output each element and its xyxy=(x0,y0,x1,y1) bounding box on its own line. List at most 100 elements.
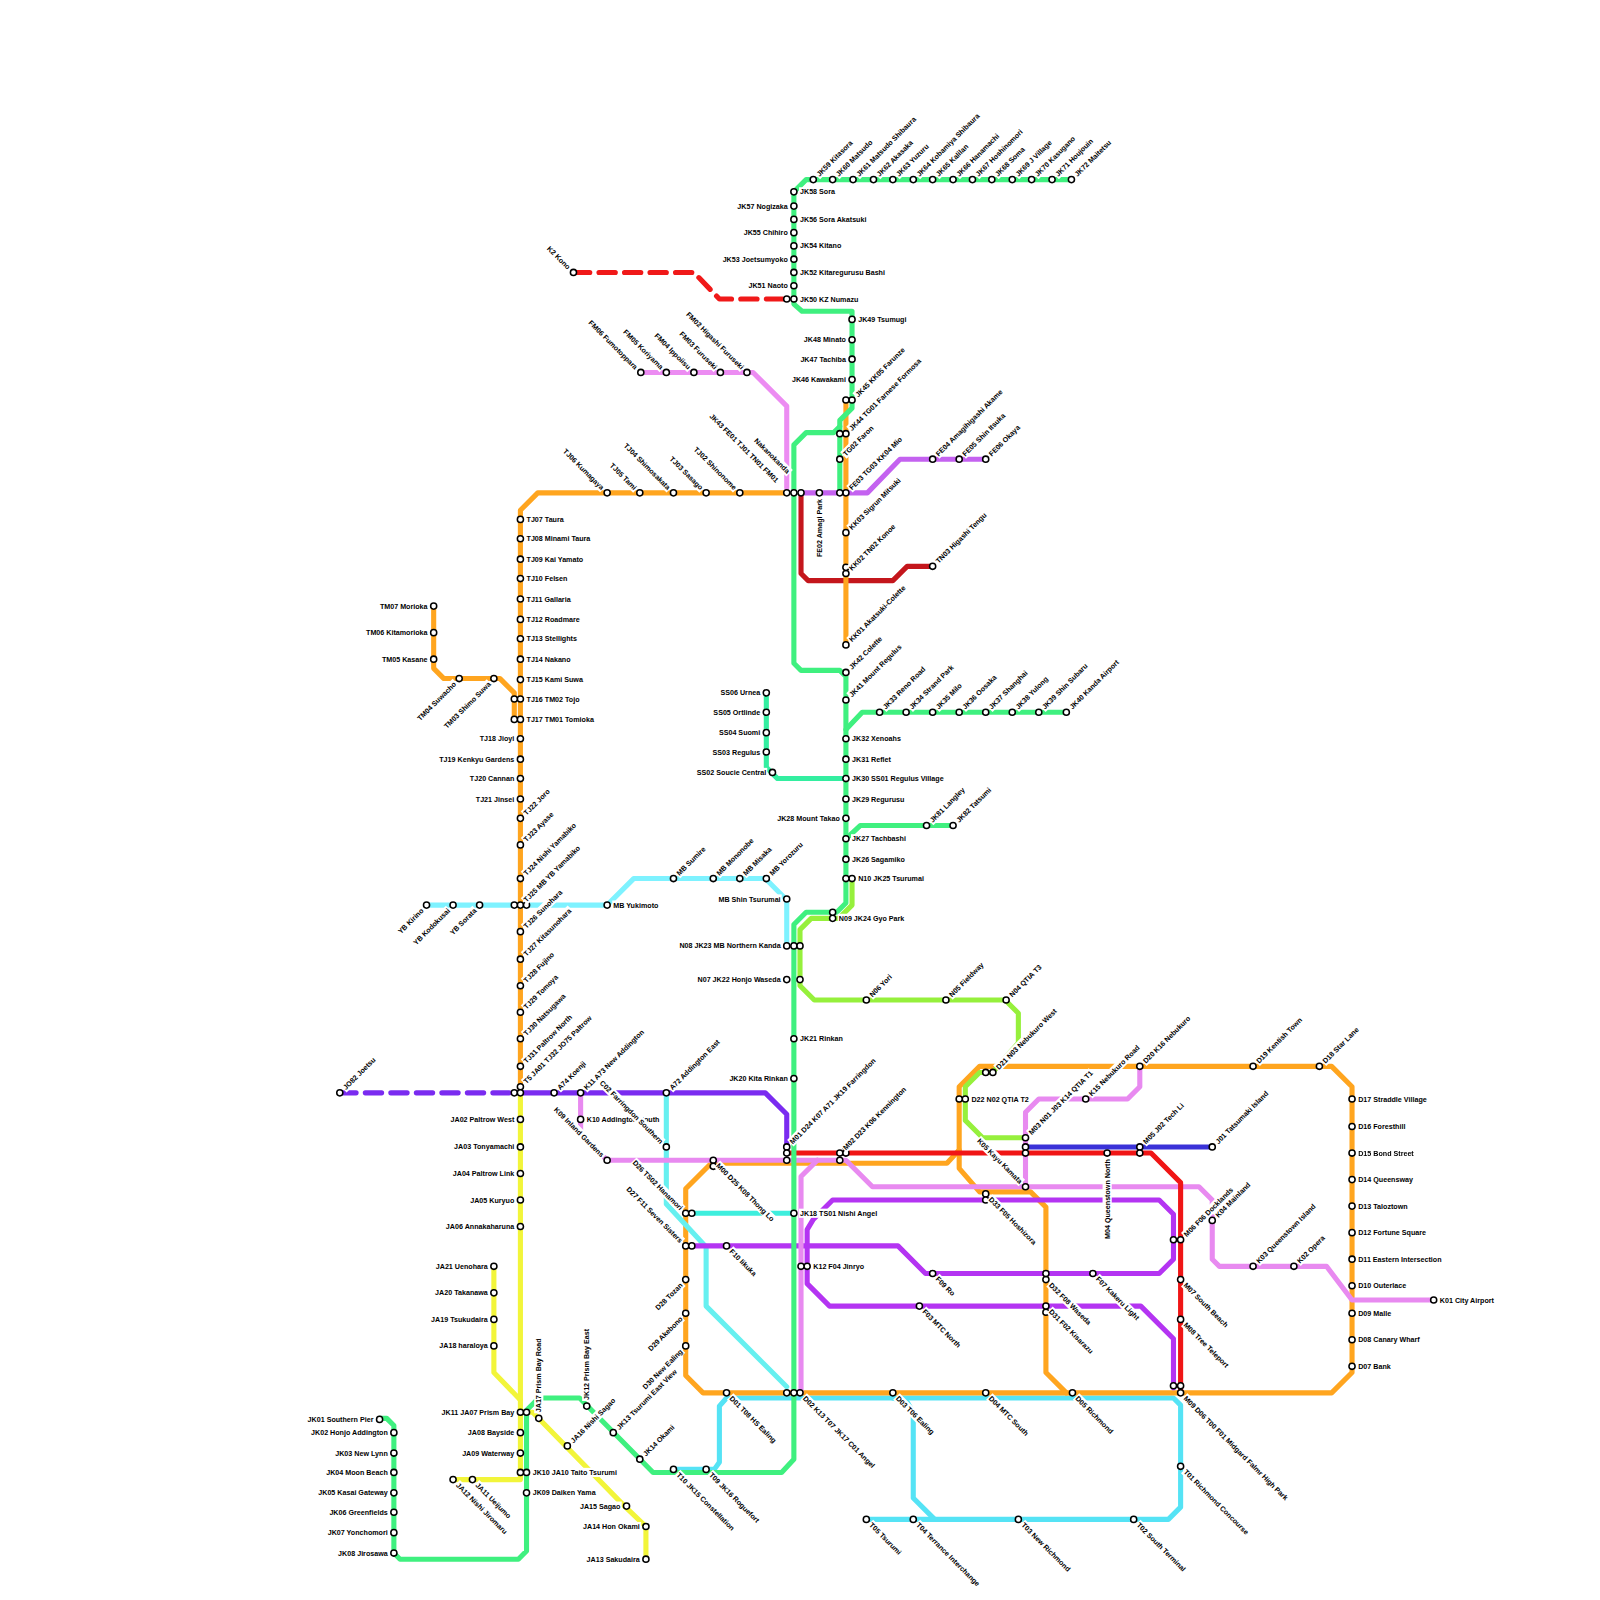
station-dot xyxy=(863,997,869,1003)
station-dot xyxy=(717,369,723,375)
station-dot xyxy=(517,516,523,522)
station-dot xyxy=(491,1343,497,1349)
station-label: N10 JK25 Tsurumai xyxy=(857,874,925,883)
station-dot xyxy=(1043,1270,1049,1276)
line-f xyxy=(686,1200,1174,1388)
station-dot xyxy=(1349,1203,1355,1209)
station-dot xyxy=(983,1191,989,1197)
station-dot xyxy=(843,397,849,403)
station-dot xyxy=(523,1409,529,1415)
station-label: JK21 Rinkan xyxy=(799,1034,844,1043)
station-dot xyxy=(816,490,822,496)
station-dot xyxy=(843,431,849,437)
station-dot xyxy=(1022,1184,1028,1190)
station-dot xyxy=(683,1310,689,1316)
station-label: D08 Canary Wharf xyxy=(1357,1335,1421,1344)
station-label: TJ13 Stellights xyxy=(526,634,578,643)
station-dot xyxy=(337,1090,343,1096)
station-dot xyxy=(670,1466,676,1472)
station-label: K05 Kayu Kamata xyxy=(975,1136,1026,1187)
station-dot xyxy=(431,656,437,662)
station-dot xyxy=(683,1210,689,1216)
station-label: JA08 Bayside xyxy=(467,1428,516,1437)
station-label: D11 Eastern Intersection xyxy=(1357,1255,1442,1264)
line-ts xyxy=(686,1211,794,1216)
station-dot xyxy=(391,1530,397,1536)
station-label: D13 Taloztown xyxy=(1357,1202,1409,1211)
station-label: JK47 Tachiba xyxy=(799,355,847,364)
station-dot xyxy=(491,1316,497,1322)
station-dot xyxy=(1022,1135,1028,1141)
station-dot xyxy=(517,796,523,802)
station-dot xyxy=(1043,1303,1049,1309)
station-dot xyxy=(837,456,843,462)
station-label: JK01 Southern Pier xyxy=(307,1415,375,1424)
station-dot xyxy=(610,1430,616,1436)
station-dot xyxy=(1178,1390,1184,1396)
station-label: D07 Bank xyxy=(1357,1362,1392,1371)
station-dot xyxy=(477,902,483,908)
station-label: JK48 Minato xyxy=(803,335,847,344)
station-label: JK26 Sagamiko xyxy=(851,855,906,864)
station-dot xyxy=(517,716,523,722)
station-dot xyxy=(1068,177,1074,183)
station-label: D03 T06 Ealing xyxy=(893,1393,937,1437)
station-label: TM06 Kitamorioka xyxy=(365,628,429,637)
station-dot xyxy=(1349,1177,1355,1183)
station-label: JK30 SS01 Regulus Village xyxy=(851,774,945,783)
station-dot xyxy=(890,1390,896,1396)
station-label: FE02 Amagi Park xyxy=(815,498,824,558)
station-dot xyxy=(517,596,523,602)
station-label: JK52 Kitaregurusu Bashi xyxy=(799,268,886,277)
station-dot xyxy=(551,1090,557,1096)
station-label: N04 QTIA T3 xyxy=(1006,962,1044,1000)
station-dot xyxy=(723,1390,729,1396)
station-dot xyxy=(784,1144,790,1150)
station-label: JA18 haraloya xyxy=(438,1341,488,1350)
station-label: F07 Kakeru Light xyxy=(1093,1274,1142,1323)
station-label: JK07 Yonchomori xyxy=(327,1528,389,1537)
station-label: D12 Fortune Square xyxy=(1357,1228,1427,1237)
station-label: JA21 Uenohara xyxy=(435,1262,489,1271)
station-label: JA16 Nishi Sagao xyxy=(568,1395,618,1445)
station-dot xyxy=(843,796,849,802)
station-label: JK08 Jirosawa xyxy=(337,1548,389,1557)
station-dot xyxy=(849,377,855,383)
station-dot xyxy=(1022,1144,1028,1150)
station-dot xyxy=(1036,709,1042,715)
station-dot xyxy=(1349,1096,1355,1102)
line-k-north xyxy=(1026,1066,1140,1186)
station-dot xyxy=(456,676,462,682)
station-label: N09 JK24 Gyo Park xyxy=(838,914,906,923)
station-label: D20 K16 Nebukuro xyxy=(1140,1013,1193,1066)
station-label: JK14 Okami xyxy=(640,1422,677,1459)
station-label: MB Sumire xyxy=(674,844,708,878)
station-dot xyxy=(431,630,437,636)
station-dot xyxy=(517,1144,523,1150)
station-label: JK57 Nogizaka xyxy=(736,202,788,211)
station-dot xyxy=(983,1390,989,1396)
station-label: JA15 Sagao xyxy=(579,1502,622,1511)
station-dot xyxy=(1209,1217,1215,1223)
station-dot xyxy=(670,876,676,882)
station-dot xyxy=(517,1170,523,1176)
station-label: SS06 Urnea xyxy=(719,688,761,697)
station-dot xyxy=(843,570,849,576)
station-label: JK02 Honjo Addington xyxy=(310,1428,389,1437)
station-label: D16 Foresthill xyxy=(1357,1122,1406,1131)
station-label: A72 Addington East xyxy=(667,1037,723,1093)
station-dot xyxy=(604,902,610,908)
station-dot xyxy=(517,1009,523,1015)
station-dot xyxy=(517,1197,523,1203)
station-dot xyxy=(744,369,750,375)
station-dot xyxy=(863,1516,869,1522)
station-dot xyxy=(491,1290,497,1296)
station-label: N08 JK23 MB Northern Kanda xyxy=(678,941,781,950)
station-dot xyxy=(930,563,936,569)
station-dot xyxy=(623,1503,629,1509)
station-dot xyxy=(1029,177,1035,183)
station-dot xyxy=(391,1469,397,1475)
station-label: JA19 Tsukudaira xyxy=(430,1315,489,1324)
station-dot xyxy=(1349,1310,1355,1316)
